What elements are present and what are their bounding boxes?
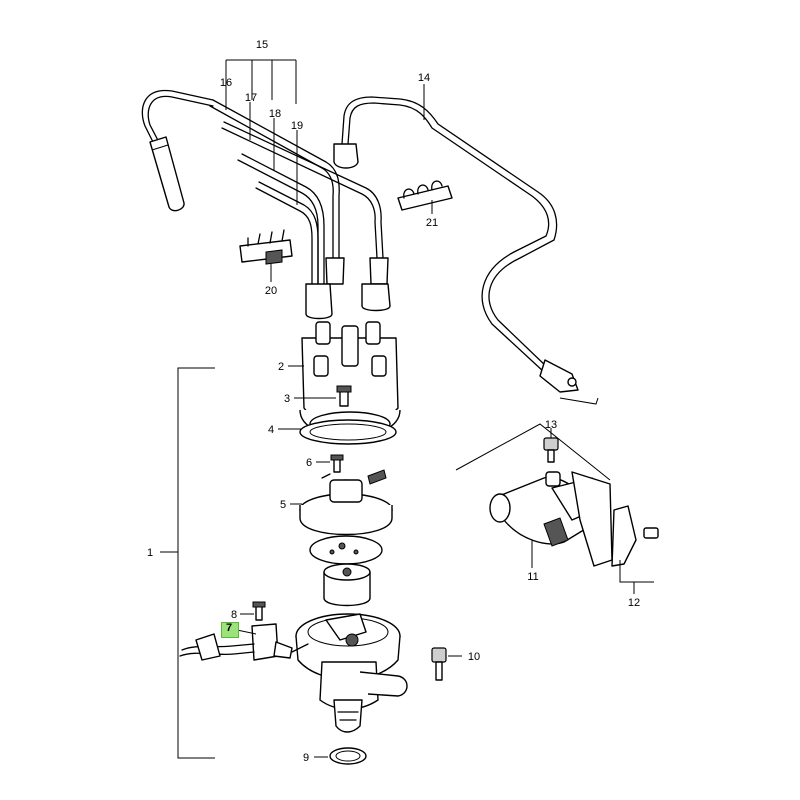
mount-bolt <box>431 647 447 681</box>
signal-plate <box>309 535 383 565</box>
callout-16: 16 <box>220 77 232 89</box>
callout-17: 17 <box>245 92 257 104</box>
callout-18: 18 <box>269 108 281 120</box>
rotor <box>299 469 393 536</box>
wire-boot-a <box>305 257 391 320</box>
callout-1: 1 <box>147 547 153 559</box>
spark-plug-boot <box>149 136 185 212</box>
ignition-coil <box>455 423 613 567</box>
callout-7-highlight[interactable] <box>221 622 239 638</box>
coil-wire <box>333 96 579 393</box>
callout-10: 10 <box>468 651 480 663</box>
sensor-screw <box>252 601 266 621</box>
callout-11: 11 <box>527 571 538 583</box>
spark-plug-wires <box>141 89 391 320</box>
leader-lines <box>225 59 635 758</box>
callout-19: 19 <box>291 120 303 132</box>
callout-13: 13 <box>545 419 557 431</box>
coil-wire-boot <box>539 359 579 393</box>
pickup-sensor-harness <box>179 623 309 661</box>
callout-21: 21 <box>426 217 438 229</box>
callout-15: 15 <box>256 39 268 51</box>
wire-holder-21 <box>397 180 453 211</box>
distributor-housing <box>295 613 408 733</box>
cap-screw <box>336 385 352 407</box>
cap-gasket <box>299 419 397 445</box>
callout-12: 12 <box>628 597 640 609</box>
o-ring <box>329 747 367 765</box>
callout-2: 2 <box>278 361 284 373</box>
callout-numbers: 1 2 3 4 5 6 8 9 10 11 12 13 14 15 16 17 … <box>147 39 640 764</box>
signal-rotor <box>323 563 371 607</box>
assembly-bracket <box>160 367 215 759</box>
callout-3: 3 <box>284 393 290 405</box>
wire-holder-20 <box>239 229 293 265</box>
callout-5: 5 <box>280 499 286 511</box>
callout-14: 14 <box>418 72 430 84</box>
callout-4: 4 <box>268 424 274 436</box>
callout-7[interactable]: 7 <box>225 622 233 634</box>
coil-nut <box>543 437 559 463</box>
rotor-screw <box>330 454 344 473</box>
callout-9: 9 <box>303 752 309 764</box>
callout-20: 20 <box>265 285 277 297</box>
coil-bracket <box>611 505 659 583</box>
callout-6: 6 <box>306 457 312 469</box>
callout-8: 8 <box>231 609 237 621</box>
